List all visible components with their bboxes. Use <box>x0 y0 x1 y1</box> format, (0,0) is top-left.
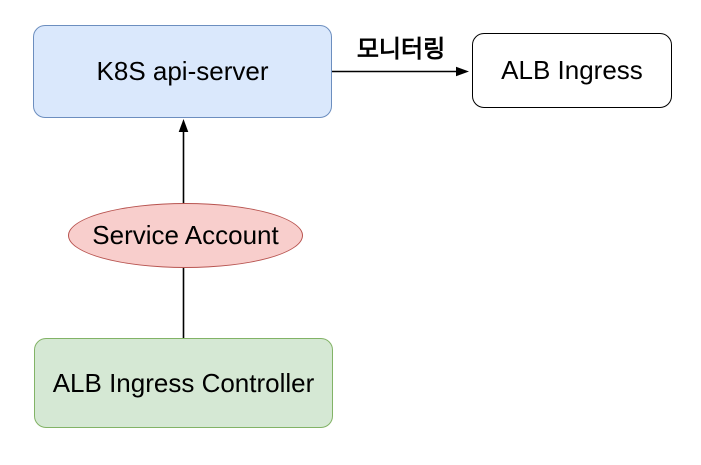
node-service-account: Service Account <box>68 203 303 268</box>
node-alb-ingress: ALB Ingress <box>472 33 672 108</box>
node-alb-ingress-controller-label: ALB Ingress Controller <box>52 367 315 398</box>
arrowhead-up-icon <box>178 119 189 132</box>
arrowhead-right-icon <box>456 66 469 77</box>
edge-label-monitoring: 모니터링 <box>356 36 446 63</box>
node-alb-ingress-controller: ALB Ingress Controller <box>34 338 333 428</box>
node-alb-ingress-label: ALB Ingress <box>501 55 643 85</box>
edge-monitoring-arrow <box>332 66 469 77</box>
node-k8s-api-server: K8S api-server <box>33 25 332 118</box>
node-service-account-label: Service Account <box>92 220 279 250</box>
node-k8s-api-server-label: K8S api-server <box>96 56 269 86</box>
